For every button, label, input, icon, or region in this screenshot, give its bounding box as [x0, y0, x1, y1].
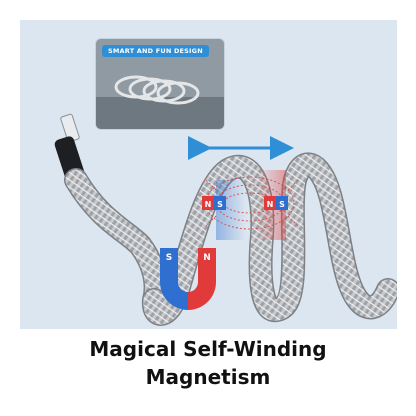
- inset-photo: SMART AND FUN DESIGN: [95, 38, 225, 130]
- horseshoe-s-label: S: [166, 253, 172, 263]
- caption-line-1: Magical Self-Winding: [89, 337, 327, 361]
- product-image-panel: N S N S S N SMART AN: [20, 20, 397, 329]
- caption: Magical Self-Winding Magnetism: [0, 335, 416, 391]
- horseshoe-n-label: N: [203, 253, 211, 263]
- inset-badge: SMART AND FUN DESIGN: [102, 45, 209, 57]
- right-magnet-north: [264, 196, 276, 210]
- left-magnet-s-label: S: [217, 200, 223, 209]
- horseshoe-magnet-icon: S N: [160, 248, 216, 310]
- left-magnet-n-label: N: [205, 200, 212, 209]
- caption-line-2: Magnetism: [145, 365, 271, 389]
- cable-illustration: N S N S S N: [54, 113, 397, 326]
- braided-cable: [64, 152, 397, 326]
- right-magnet-south: [276, 196, 288, 210]
- right-magnet-n-label: N: [267, 200, 274, 209]
- left-magnet-south: [214, 196, 226, 210]
- left-magnet-north: [202, 196, 214, 210]
- magnet-icon: N S: [264, 196, 288, 210]
- right-magnet-s-label: S: [279, 200, 285, 209]
- magnet-icon: N S: [202, 196, 226, 210]
